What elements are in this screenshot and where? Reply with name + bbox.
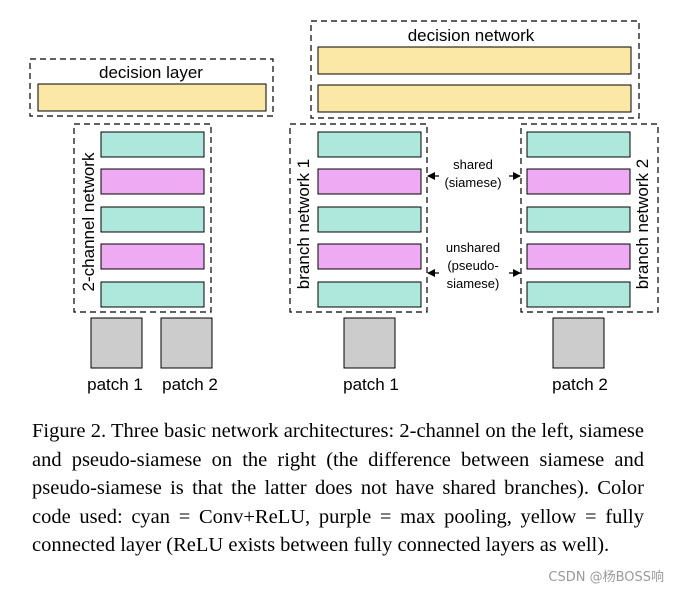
decision-network-label: decision network bbox=[408, 26, 535, 45]
two-channel-conv-3 bbox=[100, 281, 205, 308]
branch-1-pool-1 bbox=[317, 168, 422, 195]
two-channel-patch-2-label: patch 2 bbox=[162, 375, 218, 394]
unshared-label-line-1: unshared bbox=[446, 240, 500, 255]
branch-2-pool-2 bbox=[526, 243, 631, 270]
unshared-label-bg bbox=[439, 238, 509, 294]
decision-layer-fc bbox=[37, 83, 267, 112]
siamese-patch-1 bbox=[343, 317, 396, 369]
siamese-patch-2 bbox=[552, 317, 605, 369]
branch-1-pool-2 bbox=[317, 243, 422, 270]
decision-network-frame bbox=[310, 20, 640, 119]
two-channel-patch-1 bbox=[90, 317, 143, 369]
branch-network-2-label: branch network 2 bbox=[633, 159, 652, 289]
two-channel-pool-1 bbox=[100, 168, 205, 195]
decision-layer-label: decision layer bbox=[99, 63, 203, 82]
branch-network-1-label: branch network 1 bbox=[294, 159, 313, 289]
two-channel-network-label: 2-channel network bbox=[79, 152, 98, 291]
branch-1-conv-2 bbox=[317, 206, 422, 233]
branch-network-2-frame bbox=[520, 123, 659, 313]
branch-1-conv-3 bbox=[317, 281, 422, 308]
branch-2-pool-1 bbox=[526, 168, 631, 195]
two-channel-conv-1 bbox=[100, 131, 205, 158]
two-channel-patch-1-label: patch 1 bbox=[87, 375, 143, 394]
two-channel-patch-2 bbox=[160, 317, 213, 369]
siamese-patch-1-label: patch 1 bbox=[343, 375, 399, 394]
decision-network-fc-2 bbox=[317, 84, 632, 113]
branch-2-conv-2 bbox=[526, 206, 631, 233]
shared-label-line-1: shared bbox=[453, 157, 493, 172]
unshared-label-line-2: (pseudo- bbox=[447, 258, 498, 273]
branch-2-conv-1 bbox=[526, 131, 631, 158]
siamese-patch-2-label: patch 2 bbox=[552, 375, 608, 394]
shared-label-bg bbox=[439, 155, 509, 191]
decision-layer-frame bbox=[29, 58, 274, 117]
branch-network-1-frame bbox=[289, 123, 428, 313]
csdn-watermark: CSDN @杨BOSS响 bbox=[548, 570, 664, 585]
decision-network-fc-1 bbox=[317, 46, 632, 75]
network-architecture-figure: decision layer 2-channel network patch 1… bbox=[29, 20, 659, 394]
shared-label-line-2: (siamese) bbox=[444, 175, 501, 190]
two-channel-pool-2 bbox=[100, 243, 205, 270]
siamese-diagram: decision network branch network 1 branch… bbox=[289, 20, 659, 394]
two-channel-diagram: decision layer 2-channel network patch 1… bbox=[29, 58, 274, 394]
unshared-label-line-3: siamese) bbox=[447, 276, 500, 291]
branch-1-conv-1 bbox=[317, 131, 422, 158]
two-channel-conv-2 bbox=[100, 206, 205, 233]
branch-2-conv-3 bbox=[526, 281, 631, 308]
two-channel-network-frame bbox=[73, 123, 212, 313]
figure-caption: Figure 2. Three basic network architectu… bbox=[32, 420, 644, 557]
